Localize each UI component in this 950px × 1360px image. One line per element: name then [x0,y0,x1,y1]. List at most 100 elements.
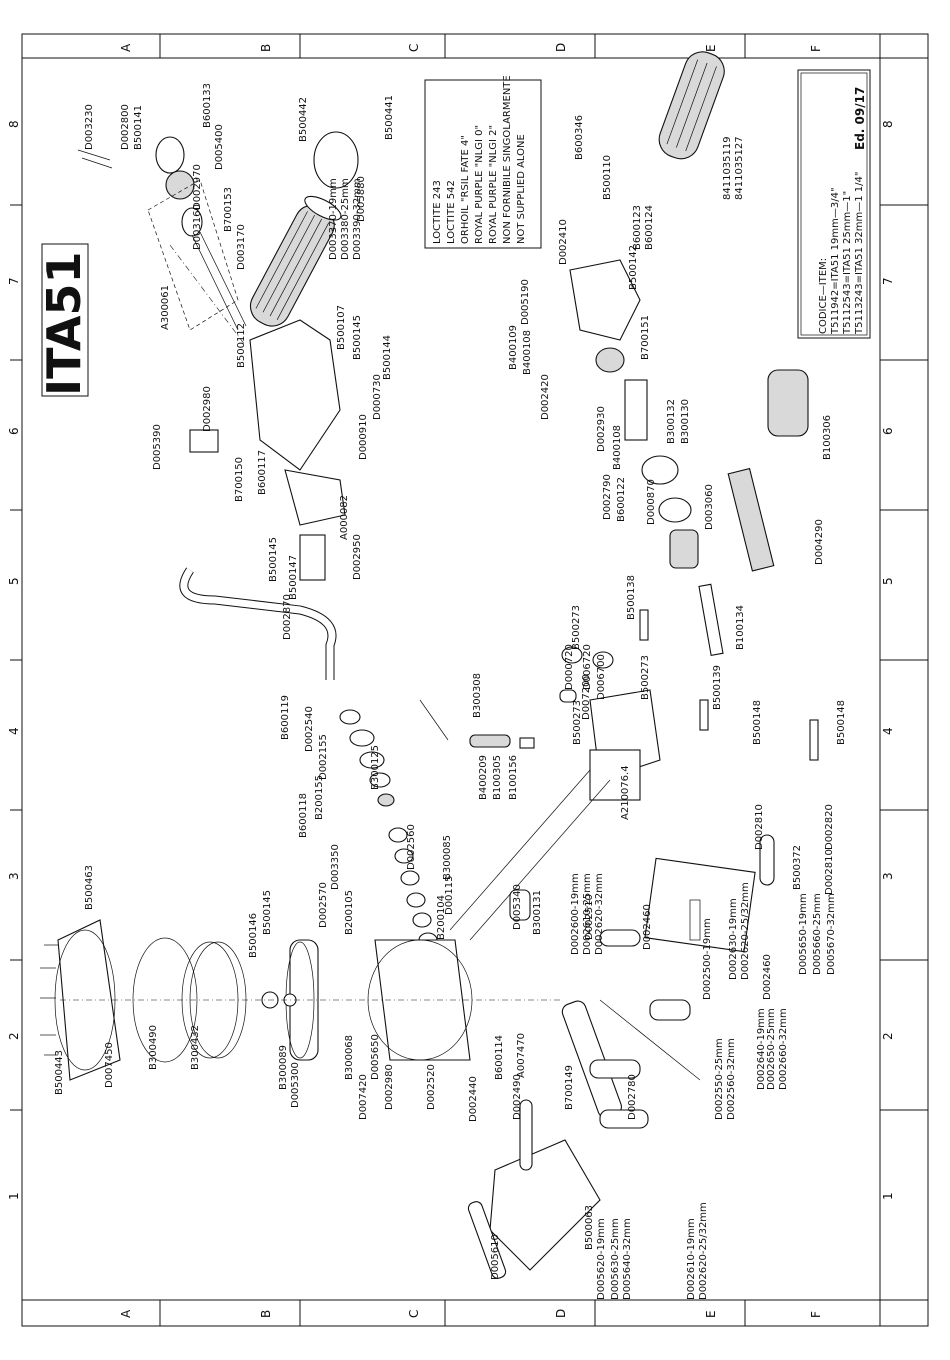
part-label: B500441 [384,95,395,140]
part-label: D002820 [824,804,835,850]
grid-number-left: 6 [7,427,21,435]
part-label: D003170 [236,224,247,270]
part-label: D000720 [564,644,575,690]
part-label: D004290 [814,519,825,565]
assembly-guides [147,179,449,741]
part-label: 8411035127 [734,136,745,200]
part-label: B500139 [712,665,723,710]
part-label: B100305 [492,755,503,800]
part-label: D002570 [318,882,329,928]
part-label: B500145 [262,890,273,935]
part-label: B500443 [54,1050,65,1095]
part-label: D002540 [304,706,315,752]
grid-number-right: 2 [881,1032,895,1040]
part-label: D002800 [120,104,131,150]
codes-row-3: T5113243=ITA51 32mm—1 1/4" [854,172,865,336]
part-label: D005620-19mm [596,1218,607,1300]
part-label: D005650 [370,1034,381,1080]
part-label: B300130 [680,399,691,444]
part-label: B500273 [572,700,583,745]
part-label: D000730 [372,374,383,420]
part-label: D005610 [490,1234,501,1280]
part-label: B300490 [148,1025,159,1070]
part-label: D002560 [406,824,417,870]
part-label: B500273 [571,605,582,650]
part-label: D002660-32mm [778,1008,789,1090]
part-label: B500463 [84,865,95,910]
part-label: B600124 [644,205,655,250]
part-label: D000910 [358,414,369,460]
part-label: D003230 [84,104,95,150]
part-label: B500138 [626,575,637,620]
part-label: B600118 [298,793,309,838]
part-label: D003380-25mm [340,178,351,260]
grid-letter-top: B [259,44,273,52]
grid-number-right: 1 [881,1192,895,1200]
legend-item: ROYAL PURPLE "NLGI 2" [488,125,499,244]
part-label: B500372 [792,845,803,890]
legend-item: LOCTITE 542 [446,180,457,244]
part-label: D005400 [214,124,225,170]
legend-item: LOCTITE 243 [432,180,443,244]
part-label: B300085 [442,835,453,880]
part-label: B700150 [234,457,245,502]
part-label: B500148 [752,700,763,745]
part-label: B500107 [336,305,347,350]
legend-item: NON FORNIBILE SINGOLARMENTE [502,75,513,244]
part-label: D002440 [468,1076,479,1122]
part-label: D002155 [318,734,329,780]
title-box [41,243,89,397]
part-label: D002610-25mm [582,873,593,955]
part-label: D002610-19mm [686,1218,697,1300]
part-label: B300131 [532,890,543,935]
part-label: D002520 [426,1064,437,1110]
part-label: B400209 [478,755,489,800]
part-label: D002410 [558,219,569,265]
parts-artwork [40,51,819,1279]
part-label: D002460 [762,954,773,1000]
part-label: B600346 [574,115,585,160]
part-label: D002930 [596,406,607,452]
grid-number-right: 8 [881,120,895,128]
part-label: B500146 [248,913,259,958]
part-label: B500112 [236,323,247,368]
codes-row-1: T511942=ITA51 19mm—3/4" [830,187,841,335]
grid-number-left: 3 [7,872,21,880]
part-label: B200105 [344,890,355,935]
part-label: D002790 [602,474,613,520]
grid-number-left: 2 [7,1032,21,1040]
part-label: D003160 [192,204,203,250]
part-label: D006720 [582,644,593,690]
grid-letter-top: C [407,44,421,52]
part-label: B700153 [223,187,234,232]
part-label: A000082 [339,495,350,540]
part-label: B500142 [628,245,639,290]
part-label: B200155 [314,775,325,820]
part-label: B500063 [584,1205,595,1250]
part-label: B600133 [202,83,213,128]
part-label: B300132 [666,399,677,444]
part-label: A007470 [516,1033,527,1078]
part-label: D00115 [444,875,455,915]
grid-letter-top: E [704,44,718,52]
part-label: B500147 [288,555,299,600]
item-code-box: CODICE—ITEM: T511942=ITA51 19mm—3/4" T51… [797,69,871,339]
part-label: B500148 [836,700,847,745]
grid-letter-bottom: C [407,1310,421,1318]
part-label: B700151 [640,315,651,360]
part-label: D006700 [596,654,607,700]
part-label: B100306 [822,415,833,460]
grid-number-left: 4 [7,727,21,735]
part-label: D005880 [356,176,367,222]
grid-number-right: 3 [881,872,895,880]
part-label: B500273 [640,655,651,700]
part-label: B400108 [522,330,533,375]
part-label: B600114 [494,1035,505,1080]
part-label: B600123 [632,205,643,250]
part-label: D002640-19mm [756,1008,767,1090]
part-label: B500145 [268,537,279,582]
